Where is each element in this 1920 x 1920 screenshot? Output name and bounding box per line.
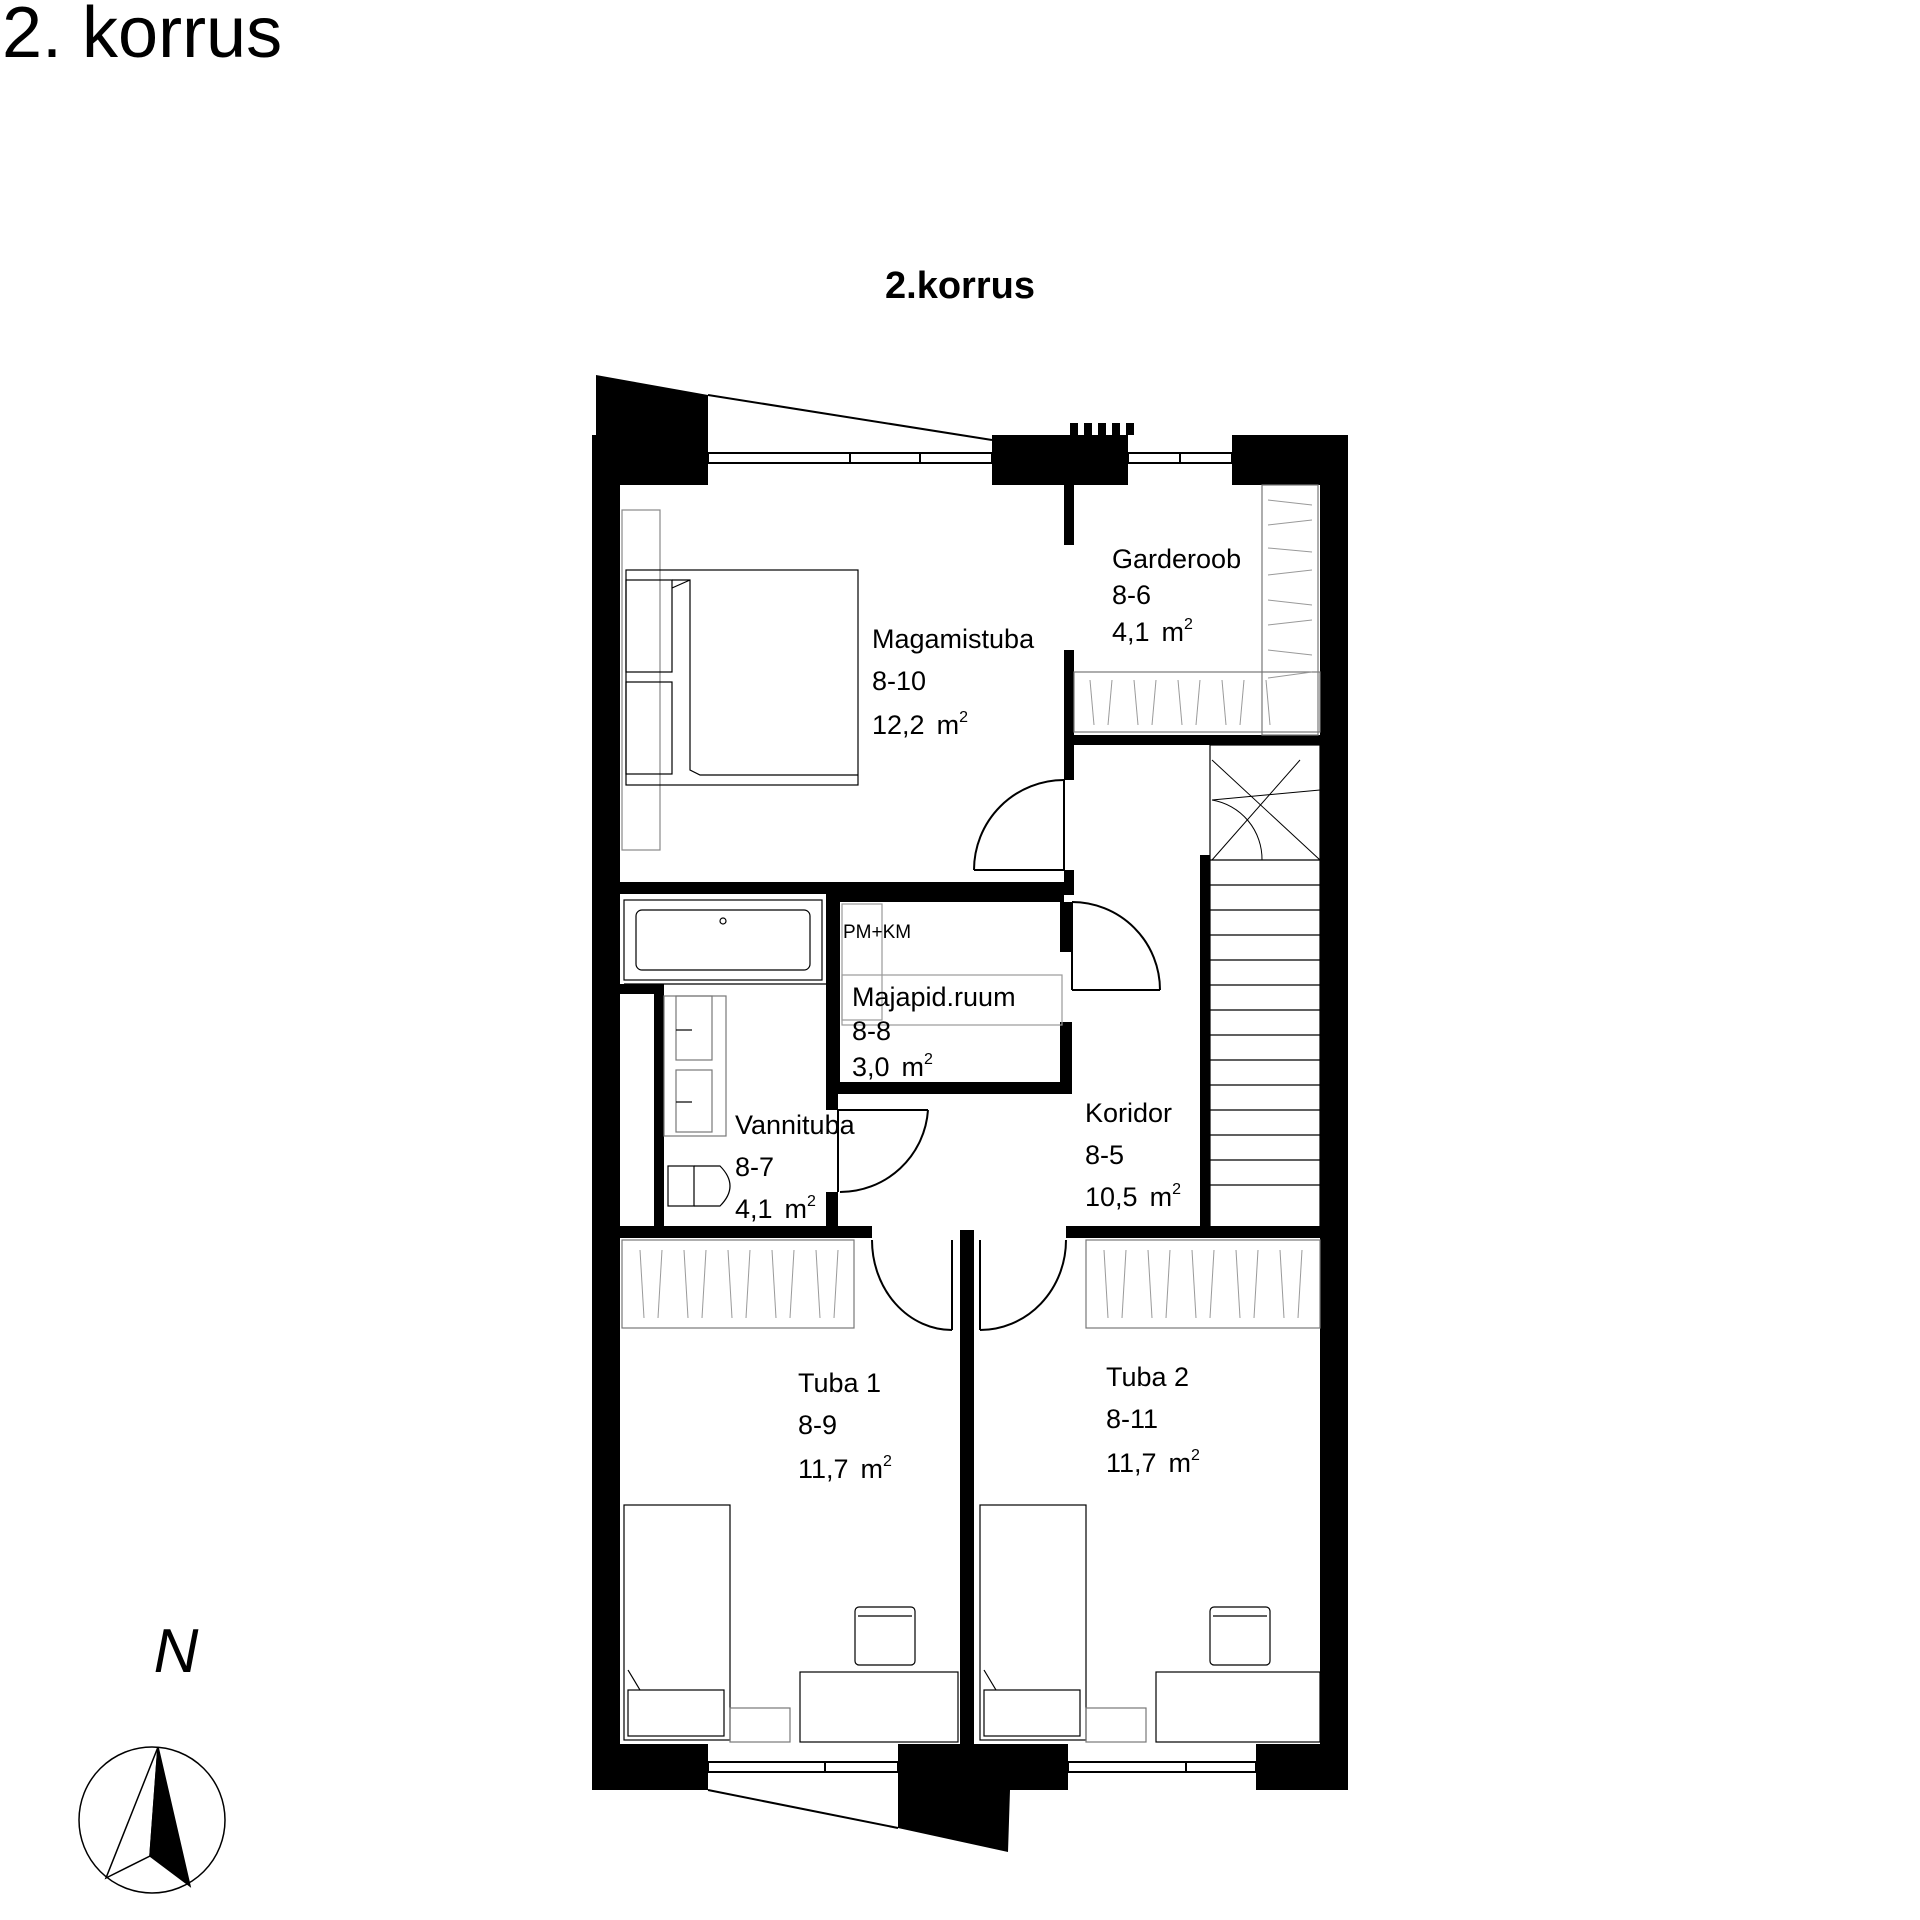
room-code: 8-6: [1112, 580, 1151, 610]
room-name: Tuba 2: [1106, 1362, 1189, 1392]
north-arrow-icon: N: [78, 1617, 226, 1894]
room-name: Magamistuba: [872, 624, 1035, 654]
plan-title: 2.korrus: [885, 265, 1035, 307]
room-code: 8-8: [852, 1016, 891, 1046]
outer-walls: [592, 375, 1348, 1852]
room-name: Tuba 1: [798, 1368, 881, 1398]
room-code: 8-5: [1085, 1140, 1124, 1170]
windows: [707, 394, 1257, 1829]
room-name: Koridor: [1085, 1098, 1172, 1128]
pm-km-label: PM+KM: [843, 922, 911, 943]
north-label: N: [154, 1617, 199, 1686]
staircase: [1209, 744, 1321, 1231]
room-code: 8-9: [798, 1410, 837, 1440]
room-code: 8-7: [735, 1152, 774, 1182]
room-code: 8-11: [1106, 1404, 1158, 1434]
furniture: [621, 484, 1321, 1743]
interior-walls: [620, 485, 1320, 1744]
page-title: 2. korrus: [2, 0, 283, 73]
room-code: 8-10: [872, 666, 926, 696]
room-name: Vannituba: [735, 1110, 856, 1140]
doors: [837, 779, 1161, 1331]
room-name: Garderoob: [1112, 544, 1241, 574]
room-name: Majapid.ruum: [852, 982, 1016, 1012]
